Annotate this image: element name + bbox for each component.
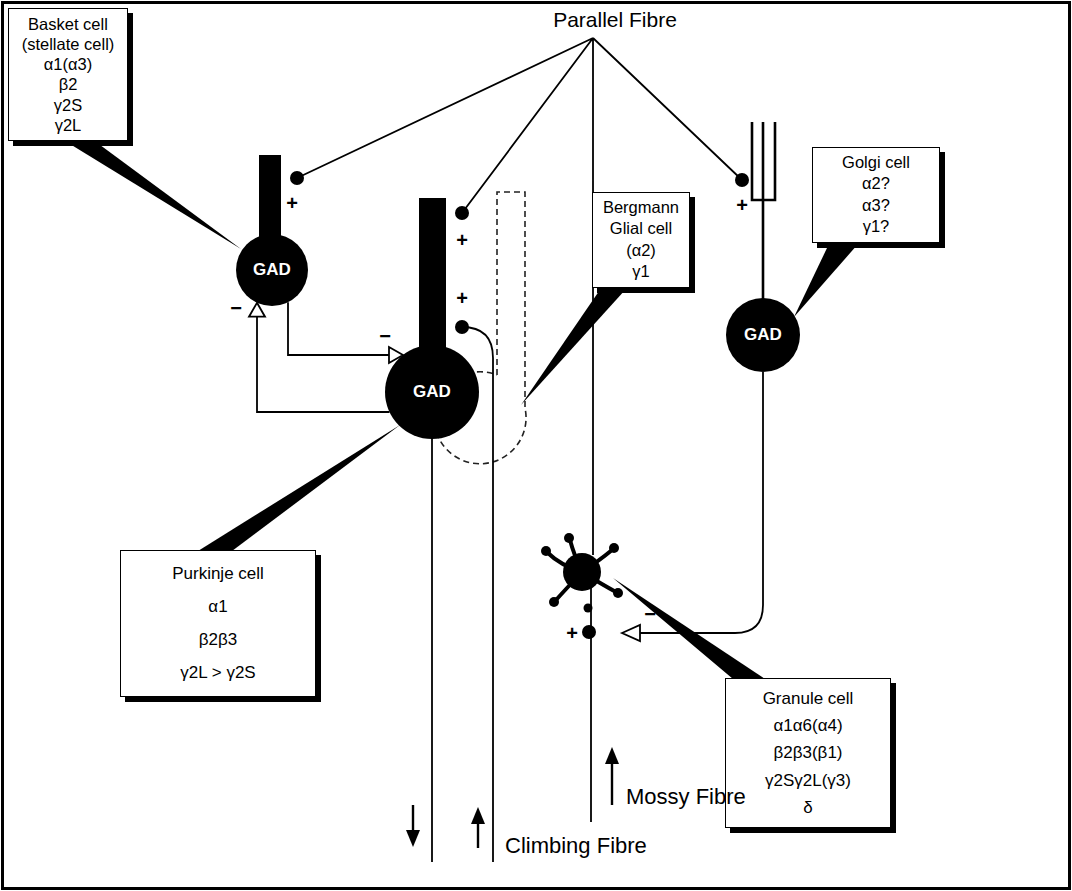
soma-label: GAD xyxy=(253,260,291,280)
subunit-text: γ1 xyxy=(598,261,684,282)
synapse-dots xyxy=(290,171,749,639)
subunit-text: β2β3(β1) xyxy=(734,739,882,766)
granule-cell xyxy=(541,533,623,607)
sign-label: + xyxy=(566,622,578,644)
dendrite-claw xyxy=(609,543,619,553)
synapse-dot xyxy=(290,171,304,185)
parallel-fibre xyxy=(297,38,742,555)
subunit-text: α1 xyxy=(129,590,307,623)
callout-box: Bergmann Glial cell(α2)γ1 xyxy=(592,192,690,288)
dendrite-claw xyxy=(541,546,551,556)
sign-label: − xyxy=(230,297,242,319)
cell-name: Golgi cell xyxy=(819,152,933,173)
subunit-text: γ2L > γ2S xyxy=(129,656,307,689)
input-arrowhead xyxy=(471,807,485,824)
subunit-text: γ2L xyxy=(15,115,121,135)
fibre-label: Parallel Fibre xyxy=(553,8,677,31)
axon-line xyxy=(288,302,389,355)
callout-pointer xyxy=(63,140,241,249)
callout-box: Basket cell (stellate cell)α1(α3)β2γ2Sγ2… xyxy=(8,8,128,141)
callout-pointer xyxy=(521,287,628,405)
subunit-text: (α2) xyxy=(598,240,684,261)
frame xyxy=(3,3,1070,889)
dendrite-claw xyxy=(549,597,559,607)
golgi-axon xyxy=(640,372,763,633)
cell-soma: GAD xyxy=(236,234,308,306)
subunit-text: γ1? xyxy=(819,216,933,237)
output-arrow xyxy=(412,805,414,832)
purkinje-dendrite xyxy=(419,198,446,363)
subunit-text: β2 xyxy=(15,74,121,94)
input-arrowhead xyxy=(605,747,619,764)
subunit-text: γ2S xyxy=(15,95,121,115)
subunit-text: α3? xyxy=(819,195,933,216)
sign-label: + xyxy=(456,229,468,251)
fibre-label: Climbing Fibre xyxy=(505,834,647,858)
soma-label: GAD xyxy=(413,382,451,402)
dendrite-claw xyxy=(613,588,623,598)
sign-label: + xyxy=(736,194,748,216)
output-arrowhead xyxy=(406,830,420,847)
callout-pointer xyxy=(794,242,860,317)
synapse-dot xyxy=(455,320,469,334)
granule-soma xyxy=(563,553,601,591)
subunit-text: α2? xyxy=(819,173,933,194)
cell-name: Bergmann Glial cell xyxy=(598,197,684,240)
subunit-text: δ xyxy=(734,794,882,821)
inhibitory-connection xyxy=(249,303,390,412)
synapse-dot xyxy=(584,604,593,613)
fibre-label: Mossy Fibre xyxy=(626,785,746,809)
synapse-dot xyxy=(455,206,469,220)
subunit-text: α1α6(α4) xyxy=(734,712,882,739)
sign-label: + xyxy=(456,287,468,309)
subunit-text: γ2Sγ2L(γ3) xyxy=(734,767,882,794)
dendrite-claw xyxy=(564,533,574,543)
input-arrow xyxy=(611,762,613,805)
subunit-text: α1(α3) xyxy=(15,54,121,74)
subunit-text: β2β3 xyxy=(129,623,307,656)
inhibitory-connection xyxy=(288,302,403,363)
granule-dendrite xyxy=(548,540,616,600)
callout-box: Granule cellα1α6(α4)β2β3(β1)γ2Sγ2L(γ3)δ xyxy=(725,678,891,828)
sign-label: − xyxy=(379,325,391,347)
callout-pointer xyxy=(198,425,400,551)
sign-label: + xyxy=(286,192,298,214)
cell-soma: GAD xyxy=(726,298,800,372)
cell-soma: GAD xyxy=(385,345,479,439)
callout-pointer xyxy=(613,578,765,679)
synapse-dot xyxy=(735,173,749,187)
input-arrow xyxy=(477,822,479,848)
callout-box: Purkinje cellα1β2β3γ2L > γ2S xyxy=(120,550,316,697)
axon-line xyxy=(257,317,390,412)
mossy-fibre xyxy=(590,588,592,822)
cell-name: Granule cell xyxy=(734,685,882,712)
purkinje-axon xyxy=(431,435,433,862)
cell-name: Basket cell (stellate cell) xyxy=(15,14,121,54)
synapse-dot xyxy=(582,625,596,639)
callout-box: Golgi cellα2?α3?γ1? xyxy=(812,147,940,243)
cell-name: Purkinje cell xyxy=(129,557,307,590)
inhibitory-synapse xyxy=(622,625,640,641)
soma-label: GAD xyxy=(744,325,782,345)
golgi-dendrite xyxy=(752,122,775,300)
sign-label: − xyxy=(644,603,656,625)
